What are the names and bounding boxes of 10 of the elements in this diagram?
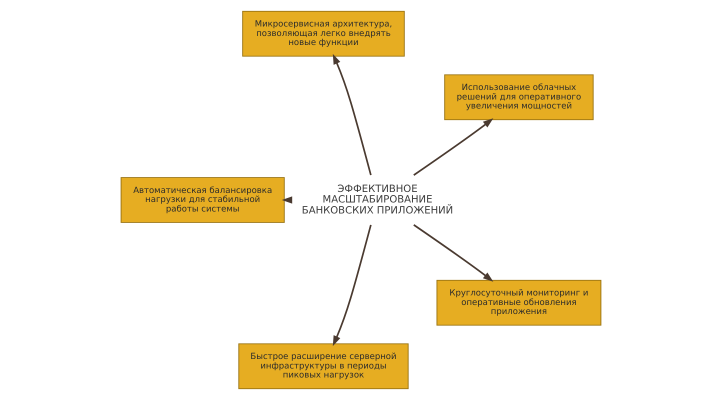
node-box: Автоматическая балансировка нагрузки для стабильной работы системы	[120, 177, 284, 223]
node-box: Микросервисная архитектура, позволяющая легко внедрять новые функции	[242, 10, 404, 57]
node-text: ЭФФЕКТИВНОЕ МАСШТАБИРОВАНИЕ БАНКОВСКИХ ПРИЛОЖЕНИЙ	[301, 184, 453, 216]
arrow	[332, 54, 372, 176]
arrow	[332, 224, 372, 346]
arrow	[412, 118, 493, 176]
node-box: Использование облачных решений для оперативного увеличения мощностей	[444, 74, 594, 120]
node-box: Быстрое расширение серверной инфраструктуры в периоды пиковых нагрузок	[238, 343, 408, 390]
node-box: Круглосуточный мониторинг и оперативные обновления приложения	[436, 280, 601, 326]
arrow	[412, 224, 493, 282]
